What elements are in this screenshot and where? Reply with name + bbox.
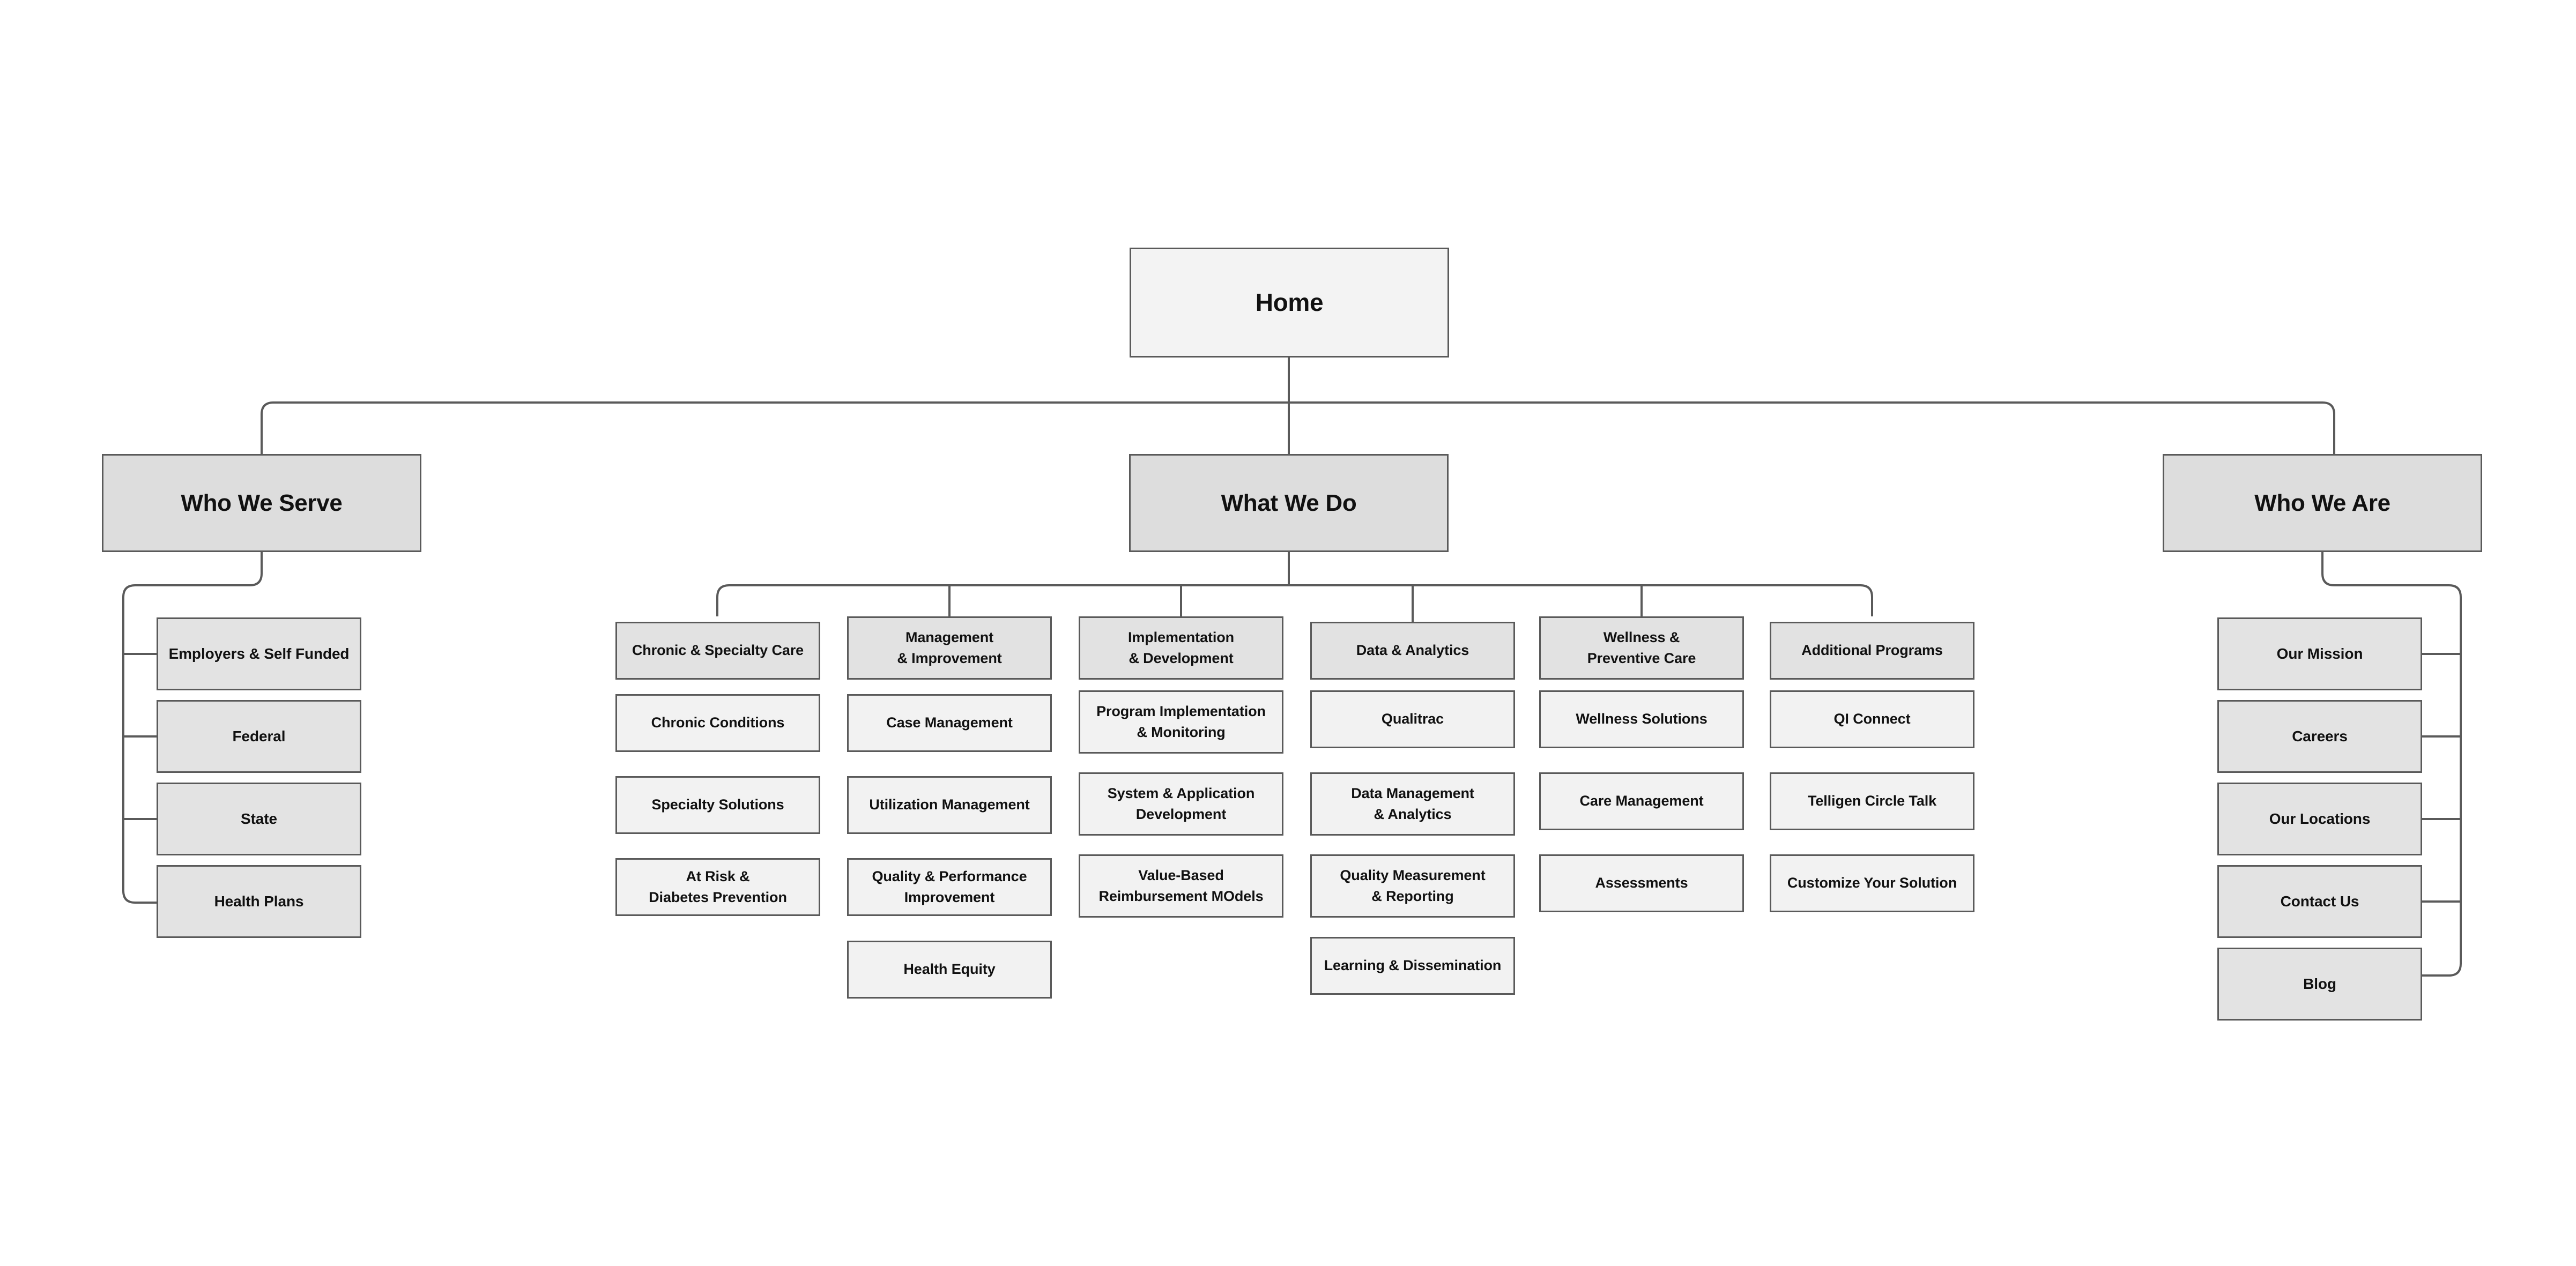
node-management-improvement-line1: Management	[905, 629, 994, 645]
node-our-mission-label: Our Mission	[2276, 645, 2363, 662]
node-employers-self-funded-label: Employers & Self Funded	[168, 645, 350, 662]
node-system-application-development[interactable]: System & Application Development	[1079, 772, 1283, 836]
node-health-equity-label: Health Equity	[903, 961, 996, 978]
node-case-management-label: Case Management	[886, 714, 1013, 731]
node-state[interactable]: State	[157, 783, 361, 855]
node-utilization-management[interactable]: Utilization Management	[847, 776, 1052, 834]
node-chronic-conditions[interactable]: Chronic Conditions	[615, 694, 820, 752]
node-chronic-conditions-label: Chronic Conditions	[651, 714, 785, 731]
node-customize-your-solution-label: Customize Your Solution	[1787, 875, 1957, 891]
node-who-we-are[interactable]: Who We Are	[2163, 454, 2482, 552]
node-federal[interactable]: Federal	[157, 700, 361, 773]
node-our-locations[interactable]: Our Locations	[2217, 783, 2422, 855]
node-qi-connect-label: QI Connect	[1833, 711, 1911, 727]
node-customize-your-solution[interactable]: Customize Your Solution	[1770, 854, 1974, 912]
node-additional-programs[interactable]: Additional Programs	[1770, 622, 1974, 680]
node-value-based-reimbursement-models[interactable]: Value-Based Reimbursement MOdels	[1079, 854, 1283, 918]
node-management-improvement-line2: & Improvement	[897, 650, 1002, 666]
node-federal-label: Federal	[232, 727, 286, 744]
node-program-implementation-monitoring[interactable]: Program Implementation & Monitoring	[1079, 690, 1283, 754]
node-who-we-are-label: Who We Are	[2254, 489, 2391, 516]
node-quality-performance-improvement[interactable]: Quality & Performance Improvement	[847, 858, 1052, 916]
node-implementation-development-line1: Implementation	[1127, 629, 1235, 645]
node-quality-measurement-reporting[interactable]: Quality Measurement & Reporting	[1310, 854, 1515, 918]
node-who-we-serve[interactable]: Who We Serve	[102, 454, 421, 552]
node-qualitrac-label: Qualitrac	[1381, 711, 1444, 727]
node-blog-label: Blog	[2303, 975, 2336, 992]
node-case-management[interactable]: Case Management	[847, 694, 1052, 752]
node-at-risk-diabetes-prevention[interactable]: At Risk & Diabetes Prevention	[615, 858, 820, 916]
node-program-implementation-monitoring-line2: & Monitoring	[1137, 724, 1226, 740]
node-health-plans-label: Health Plans	[214, 892, 304, 910]
node-assessments[interactable]: Assessments	[1539, 854, 1744, 912]
node-careers[interactable]: Careers	[2217, 700, 2422, 773]
node-telligen-circle-talk-label: Telligen Circle Talk	[1807, 793, 1937, 809]
node-wellness-solutions[interactable]: Wellness Solutions	[1539, 690, 1744, 748]
node-data-management-analytics-line1: Data Management	[1351, 785, 1474, 801]
node-data-management-analytics-line2: & Analytics	[1374, 806, 1452, 822]
node-utilization-management-label: Utilization Management	[869, 796, 1030, 813]
node-wellness-preventive-care-line2: Preventive Care	[1587, 650, 1696, 666]
node-wellness-solutions-label: Wellness Solutions	[1576, 711, 1708, 727]
node-home[interactable]: Home	[1130, 248, 1449, 358]
node-implementation-development[interactable]: Implementation & Development	[1079, 616, 1283, 680]
node-contact-us[interactable]: Contact Us	[2217, 865, 2422, 938]
node-health-plans[interactable]: Health Plans	[157, 865, 361, 938]
node-learning-dissemination-label: Learning & Dissemination	[1324, 957, 1502, 974]
node-learning-dissemination[interactable]: Learning & Dissemination	[1310, 937, 1515, 995]
node-system-application-development-line1: System & Application	[1107, 785, 1255, 801]
node-chronic-specialty-care-label: Chronic & Specialty Care	[632, 642, 804, 659]
node-wellness-preventive-care[interactable]: Wellness & Preventive Care	[1539, 616, 1744, 680]
node-care-management[interactable]: Care Management	[1539, 772, 1744, 830]
node-specialty-solutions[interactable]: Specialty Solutions	[615, 776, 820, 834]
node-care-management-label: Care Management	[1579, 793, 1704, 809]
node-at-risk-diabetes-prevention-line2: Diabetes Prevention	[649, 889, 787, 905]
node-what-we-do-label: What We Do	[1221, 489, 1357, 516]
node-our-locations-label: Our Locations	[2269, 810, 2371, 827]
node-telligen-circle-talk[interactable]: Telligen Circle Talk	[1770, 772, 1974, 830]
node-quality-measurement-reporting-line1: Quality Measurement	[1340, 867, 1486, 883]
node-who-we-serve-label: Who We Serve	[181, 489, 343, 516]
node-value-based-reimbursement-models-line1: Value-Based	[1138, 867, 1224, 883]
node-at-risk-diabetes-prevention-line1: At Risk &	[686, 868, 750, 884]
wire-top-bus	[261, 401, 2335, 454]
wire-category-bus	[716, 584, 1873, 616]
node-implementation-development-line2: & Development	[1129, 650, 1234, 666]
node-system-application-development-line2: Development	[1135, 806, 1227, 822]
node-our-mission[interactable]: Our Mission	[2217, 617, 2422, 690]
node-qi-connect[interactable]: QI Connect	[1770, 690, 1974, 748]
node-state-label: State	[241, 810, 277, 827]
node-home-label: Home	[1255, 288, 1324, 317]
node-specialty-solutions-label: Specialty Solutions	[651, 796, 784, 813]
node-wellness-preventive-care-line1: Wellness &	[1603, 629, 1680, 645]
node-employers-self-funded[interactable]: Employers & Self Funded	[157, 617, 361, 690]
node-chronic-specialty-care[interactable]: Chronic & Specialty Care	[615, 622, 820, 680]
node-quality-measurement-reporting-line2: & Reporting	[1371, 888, 1454, 904]
node-value-based-reimbursement-models-line2: Reimbursement MOdels	[1098, 888, 1264, 904]
node-management-improvement[interactable]: Management & Improvement	[847, 616, 1052, 680]
node-quality-performance-improvement-line2: Improvement	[904, 889, 995, 905]
node-health-equity[interactable]: Health Equity	[847, 941, 1052, 999]
node-what-we-do[interactable]: What We Do	[1129, 454, 1449, 552]
node-data-analytics-label: Data & Analytics	[1356, 642, 1469, 659]
node-program-implementation-monitoring-line1: Program Implementation	[1096, 703, 1266, 719]
node-additional-programs-label: Additional Programs	[1801, 642, 1943, 659]
node-quality-performance-improvement-line1: Quality & Performance	[872, 868, 1027, 884]
node-data-management-analytics[interactable]: Data Management & Analytics	[1310, 772, 1515, 836]
node-qualitrac[interactable]: Qualitrac	[1310, 690, 1515, 748]
node-data-analytics[interactable]: Data & Analytics	[1310, 622, 1515, 680]
node-blog[interactable]: Blog	[2217, 948, 2422, 1021]
node-careers-label: Careers	[2292, 727, 2348, 744]
node-contact-us-label: Contact Us	[2280, 892, 2359, 910]
node-assessments-label: Assessments	[1595, 875, 1688, 891]
